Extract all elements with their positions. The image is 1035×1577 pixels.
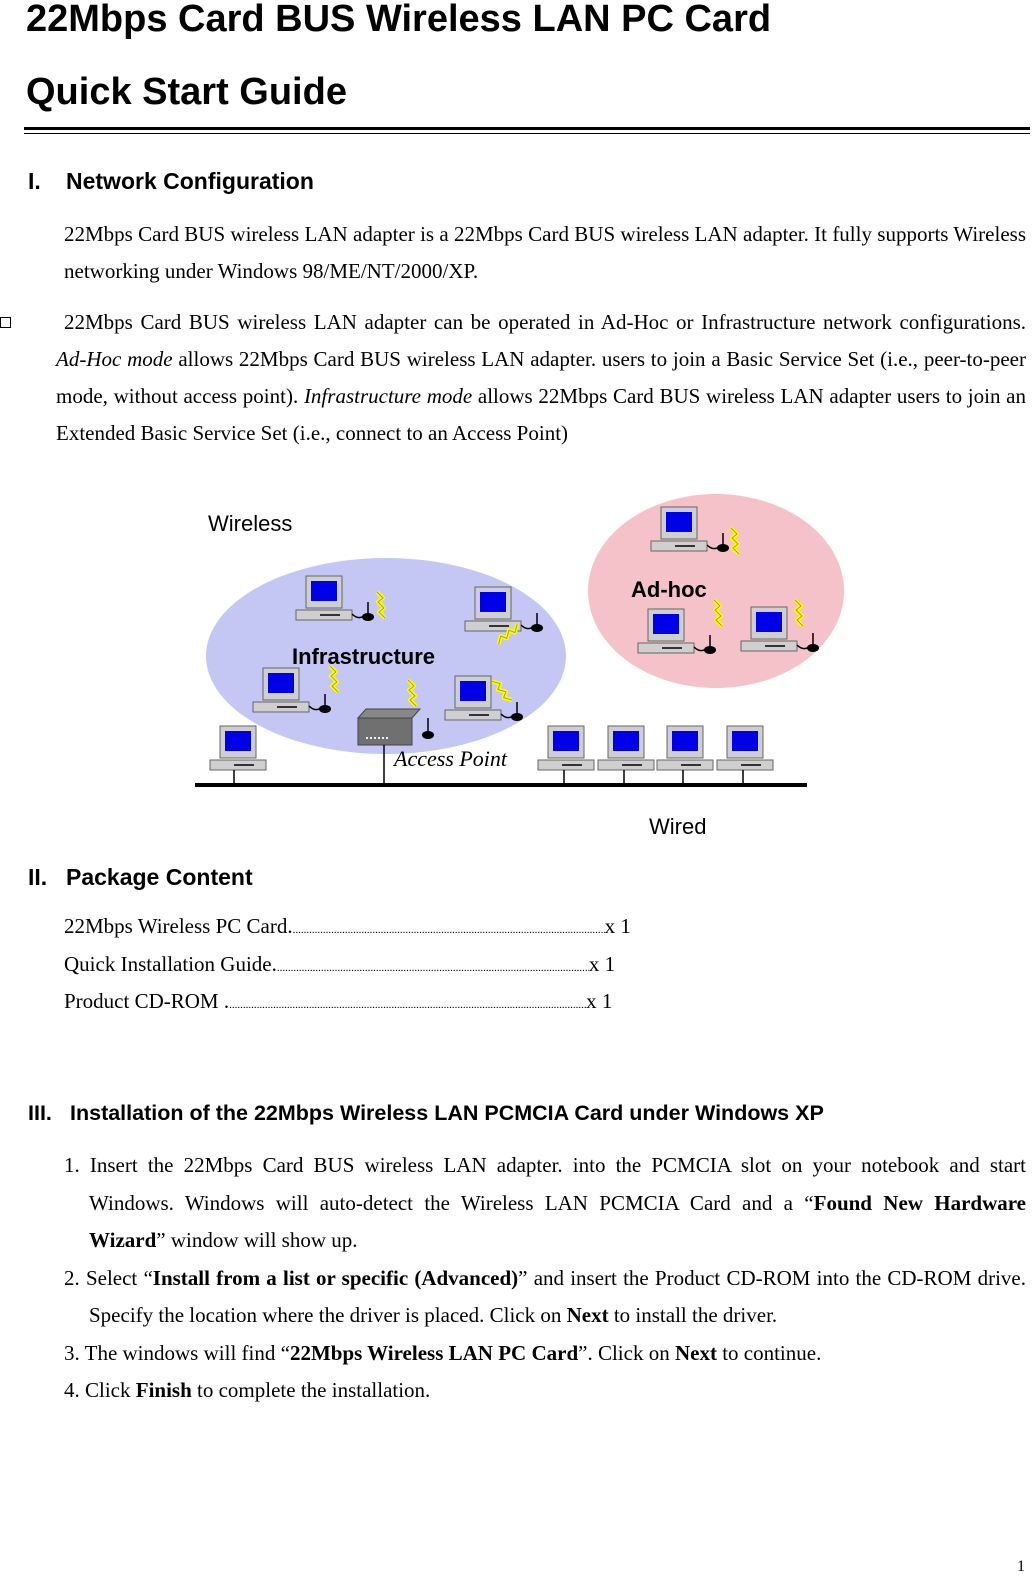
installation-step: 4. Click Finish to complete the installa… [64,1372,1026,1410]
title-rule-thin [24,133,1030,134]
step-text: 2. Select “ [64,1265,153,1290]
step-emphasis: Next [566,1303,609,1327]
wireless-label: Wireless [208,511,292,536]
step-text: 3. The windows will find “ [64,1340,290,1365]
document-subtitle: Quick Start Guide [26,71,347,113]
page-number: 1 [1017,1558,1025,1575]
package-item-name: Quick Installation Guide. [64,952,277,976]
step-emphasis: Next [674,1340,717,1365]
installation-step: 1. Insert the 22Mbps Card BUS wireless L… [64,1147,1026,1260]
step-text: to install the driver. [608,1303,778,1327]
package-item-qty: x 1 [604,914,631,938]
package-item: Quick Installation Guide................… [64,954,615,975]
infrastructure-label: Infrastructure [292,644,435,669]
package-item: Product CD-ROM .........................… [64,991,612,1012]
step-emphasis: Found New Hardware Wizard [89,1190,1027,1253]
section-number: III. [28,1101,52,1125]
network-diagram: Wireless Infrastructure Ad-hoc Access Po… [195,494,844,839]
section-installation-heading: III. Installation of the 22Mbps Wireless … [28,1101,824,1125]
infrastructure-mode-term: Infrastructure mode [303,384,473,408]
modes-text: 22Mbps Card BUS wireless LAN adapter can… [64,310,1026,334]
installation-steps: 1. Insert the 22Mbps Card BUS wireless L… [64,1147,1026,1410]
step-emphasis: Finish [135,1378,192,1402]
section-network-configuration-heading: I. Network Configuration [28,170,314,193]
package-item-name: 22Mbps Wireless PC Card. [64,914,293,938]
step-text: ” window will show up. [156,1228,358,1252]
network-modes-paragraph: 22Mbps Card BUS wireless LAN adapter can… [56,304,1026,452]
section-number: I. [28,168,41,194]
section-title: Installation of the 22Mbps Wireless LAN … [70,1101,824,1125]
leader-dots: ........................................… [229,1000,587,1011]
adhoc-cloud [588,494,844,688]
package-item-qty: x 1 [586,989,613,1013]
access-point-label: Access Point [392,746,508,771]
wired-computer-icon [716,725,774,785]
package-item-name: Product CD-ROM . [64,989,230,1013]
section-number: II. [28,864,48,890]
package-item-qty: x 1 [588,952,616,976]
section-title: Package Content [66,864,253,890]
network-config-paragraph: 22Mbps Card BUS wireless LAN adapter is … [64,222,1026,283]
wired-label: Wired [649,814,706,839]
modes-text: allows 22Mbps Card BUS wireless LAN adap… [56,347,1026,408]
title-rule-thick [24,127,1030,130]
wired-computer-icon [209,725,267,785]
document-title: 22Mbps Card BUS Wireless LAN PC Card [26,0,772,40]
package-item: 22Mbps Wireless PC Card.................… [64,916,631,937]
step-text: to complete the installation. [191,1378,431,1402]
step-text: ” and insert the Product CD-ROM into the… [89,1265,1026,1328]
wired-computer-icon [656,725,714,785]
wired-computer-icon [597,725,655,785]
installation-step: 2. Select “Install from a list or specif… [64,1260,1026,1335]
installation-step: 3. The windows will find “22Mbps Wireles… [64,1335,1026,1373]
step-emphasis: Install from a list or specific (Advance… [152,1265,519,1290]
adhoc-mode-term: Ad-Hoc mode [56,347,173,371]
access-point-icon [356,708,434,746]
bullet-box-icon [0,317,11,328]
modes-text: allows 22Mbps Card BUS wireless LAN adap… [56,384,1027,445]
leader-dots: ........................................… [292,925,605,936]
leader-dots: ........................................… [276,963,589,974]
step-text: 4. Click [64,1378,136,1402]
section-title: Network Configuration [66,168,314,194]
adhoc-label: Ad-hoc [631,577,707,602]
step-text: ”. Click on [578,1340,675,1365]
wired-computer-icon [537,725,595,785]
section-package-content-heading: II. Package Content [28,866,253,889]
step-text: to continue. [716,1340,822,1365]
step-text: 1. Insert the 22Mbps Card BUS wireless L… [64,1153,1026,1215]
step-emphasis: 22Mbps Wireless LAN PC Card [289,1340,579,1365]
